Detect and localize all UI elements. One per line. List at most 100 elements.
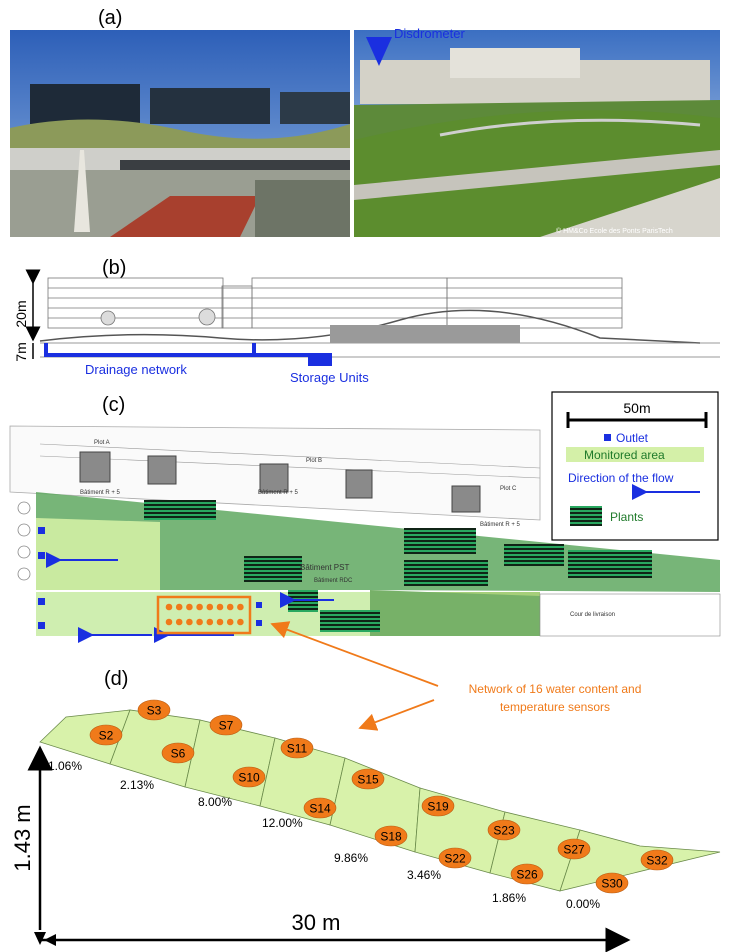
- photo-right: © HM&Co Ecole des Ponts ParisTech: [354, 30, 720, 237]
- sensor-marker: S15: [351, 768, 385, 790]
- sensor-marker: S2: [89, 724, 123, 746]
- outlet-icon: [38, 527, 45, 534]
- height-dimensions: 20m 7m: [13, 269, 41, 362]
- outlet-legend-icon: [604, 434, 611, 441]
- sensor-dot: [165, 603, 173, 611]
- legend-plants: Plants: [610, 510, 643, 524]
- legend-outlet: Outlet: [616, 431, 649, 445]
- sensor-label: S32: [646, 854, 668, 868]
- panel-b-label: (b): [102, 257, 126, 279]
- drainage-network-line: [44, 343, 332, 366]
- sensor-dot: [165, 618, 173, 626]
- slope-label: 12.00%: [262, 816, 303, 830]
- plants-strip: [404, 560, 488, 586]
- outlet-icon: [38, 622, 45, 629]
- sensor-label: S19: [427, 800, 449, 814]
- elevation-drawing: [39, 277, 720, 358]
- map-label: Cour de livraison: [570, 612, 615, 618]
- sensor-dot: [206, 603, 214, 611]
- storage-unit-block: [308, 353, 332, 366]
- sensor-marker: S7: [209, 714, 243, 736]
- sensor-dot: [175, 618, 183, 626]
- sensor-label: S6: [171, 747, 186, 761]
- sensor-dot: [216, 618, 224, 626]
- panel-c-label: (c): [102, 394, 125, 416]
- sensor-dot: [196, 603, 203, 611]
- sensor-marker: S27: [557, 838, 591, 860]
- sensor-label: S27: [563, 843, 585, 857]
- plants-strip: [404, 528, 476, 554]
- sensor-dot: [186, 618, 193, 626]
- height-20m-label: 20m: [13, 300, 29, 327]
- sensor-label: S26: [516, 868, 538, 882]
- outlet-icon: [256, 620, 262, 626]
- plants-strip: [144, 500, 216, 520]
- flow-arrows: [46, 552, 334, 643]
- disdrometer-marker-icon: [366, 37, 392, 66]
- outlet-icon: [38, 552, 45, 559]
- sensor-label: S3: [147, 704, 162, 718]
- slope-label: 8.00%: [198, 795, 232, 809]
- dimension-arrows: [27, 745, 631, 952]
- sensor-label: S10: [238, 771, 260, 785]
- sensor-marker: S18: [374, 825, 408, 847]
- sensor-marker: S3: [137, 699, 171, 721]
- sensor-dot: [216, 603, 224, 611]
- slope-label: 2.13%: [120, 778, 154, 792]
- storage-label: Storage Units: [290, 370, 369, 385]
- sensor-dot: [175, 603, 183, 611]
- plants-strip: [568, 550, 652, 578]
- map-label: Bâtiment R + 5: [480, 522, 521, 528]
- slope-label: 0.00%: [566, 897, 600, 911]
- sensor-dot: [237, 603, 244, 611]
- slope-segment: [559, 829, 721, 892]
- sensor-label: S15: [357, 773, 379, 787]
- sensor-label: S18: [380, 830, 402, 844]
- sensor-marker: S22: [438, 847, 472, 869]
- sensor-label: S30: [601, 877, 623, 891]
- outlet-icon: [256, 602, 262, 608]
- slope-label: 3.46%: [407, 868, 441, 882]
- height-7m-label: 7m: [13, 342, 29, 361]
- panel-a-label: (a): [98, 7, 122, 29]
- plants-strip: [504, 544, 564, 566]
- slope-label: 1.06%: [48, 759, 82, 773]
- sensor-dot: [206, 618, 214, 626]
- slope-labels: 1.06% 2.13% 8.00% 12.00% 9.86% 3.46% 1.86% 0.00…: [48, 759, 600, 911]
- plants-legend-icon: [570, 506, 602, 526]
- scale-bar: [566, 412, 708, 428]
- sensor-label: S2: [99, 729, 114, 743]
- map-label: Plot B: [306, 458, 322, 464]
- sensor-marker: S19: [421, 795, 455, 817]
- outlets: [38, 527, 262, 629]
- sensor-label: S11: [287, 742, 308, 756]
- map-label: Bâtiment R + 5: [80, 490, 121, 496]
- panel-d-label: (d): [104, 668, 128, 690]
- sensor-dot: [237, 618, 244, 626]
- drainage-label: Drainage network: [85, 362, 187, 377]
- horizontal-dimension-label: 30 m: [292, 910, 341, 935]
- map-label: Bâtiment RDC: [314, 578, 353, 584]
- photo-left: [10, 30, 350, 237]
- callout-arrow-d: [358, 699, 435, 731]
- slope-label: 1.86%: [492, 891, 526, 905]
- vertical-dimension-label: 1.43 m: [10, 804, 35, 871]
- map-label: Plot A: [94, 440, 110, 446]
- plants-strip: [244, 556, 302, 582]
- sensor-marker: S10: [232, 766, 266, 788]
- map-label: Bâtiment PST: [300, 563, 349, 572]
- sensor-dot: [226, 603, 234, 611]
- scale-label: 50m: [623, 400, 650, 416]
- slope-label: 9.86%: [334, 851, 368, 865]
- outlet-icon: [38, 598, 45, 605]
- sensor-marker: S11: [280, 737, 314, 759]
- legend-flow: Direction of the flow: [568, 471, 674, 485]
- plants-strip: [320, 610, 380, 632]
- sensor-marker: S6: [161, 742, 195, 764]
- sensor-dot: [186, 603, 193, 611]
- sensor-label: S23: [493, 824, 515, 838]
- disdrometer-label: Disdrometer: [394, 26, 465, 41]
- legend-monitored: Monitored area: [584, 448, 665, 462]
